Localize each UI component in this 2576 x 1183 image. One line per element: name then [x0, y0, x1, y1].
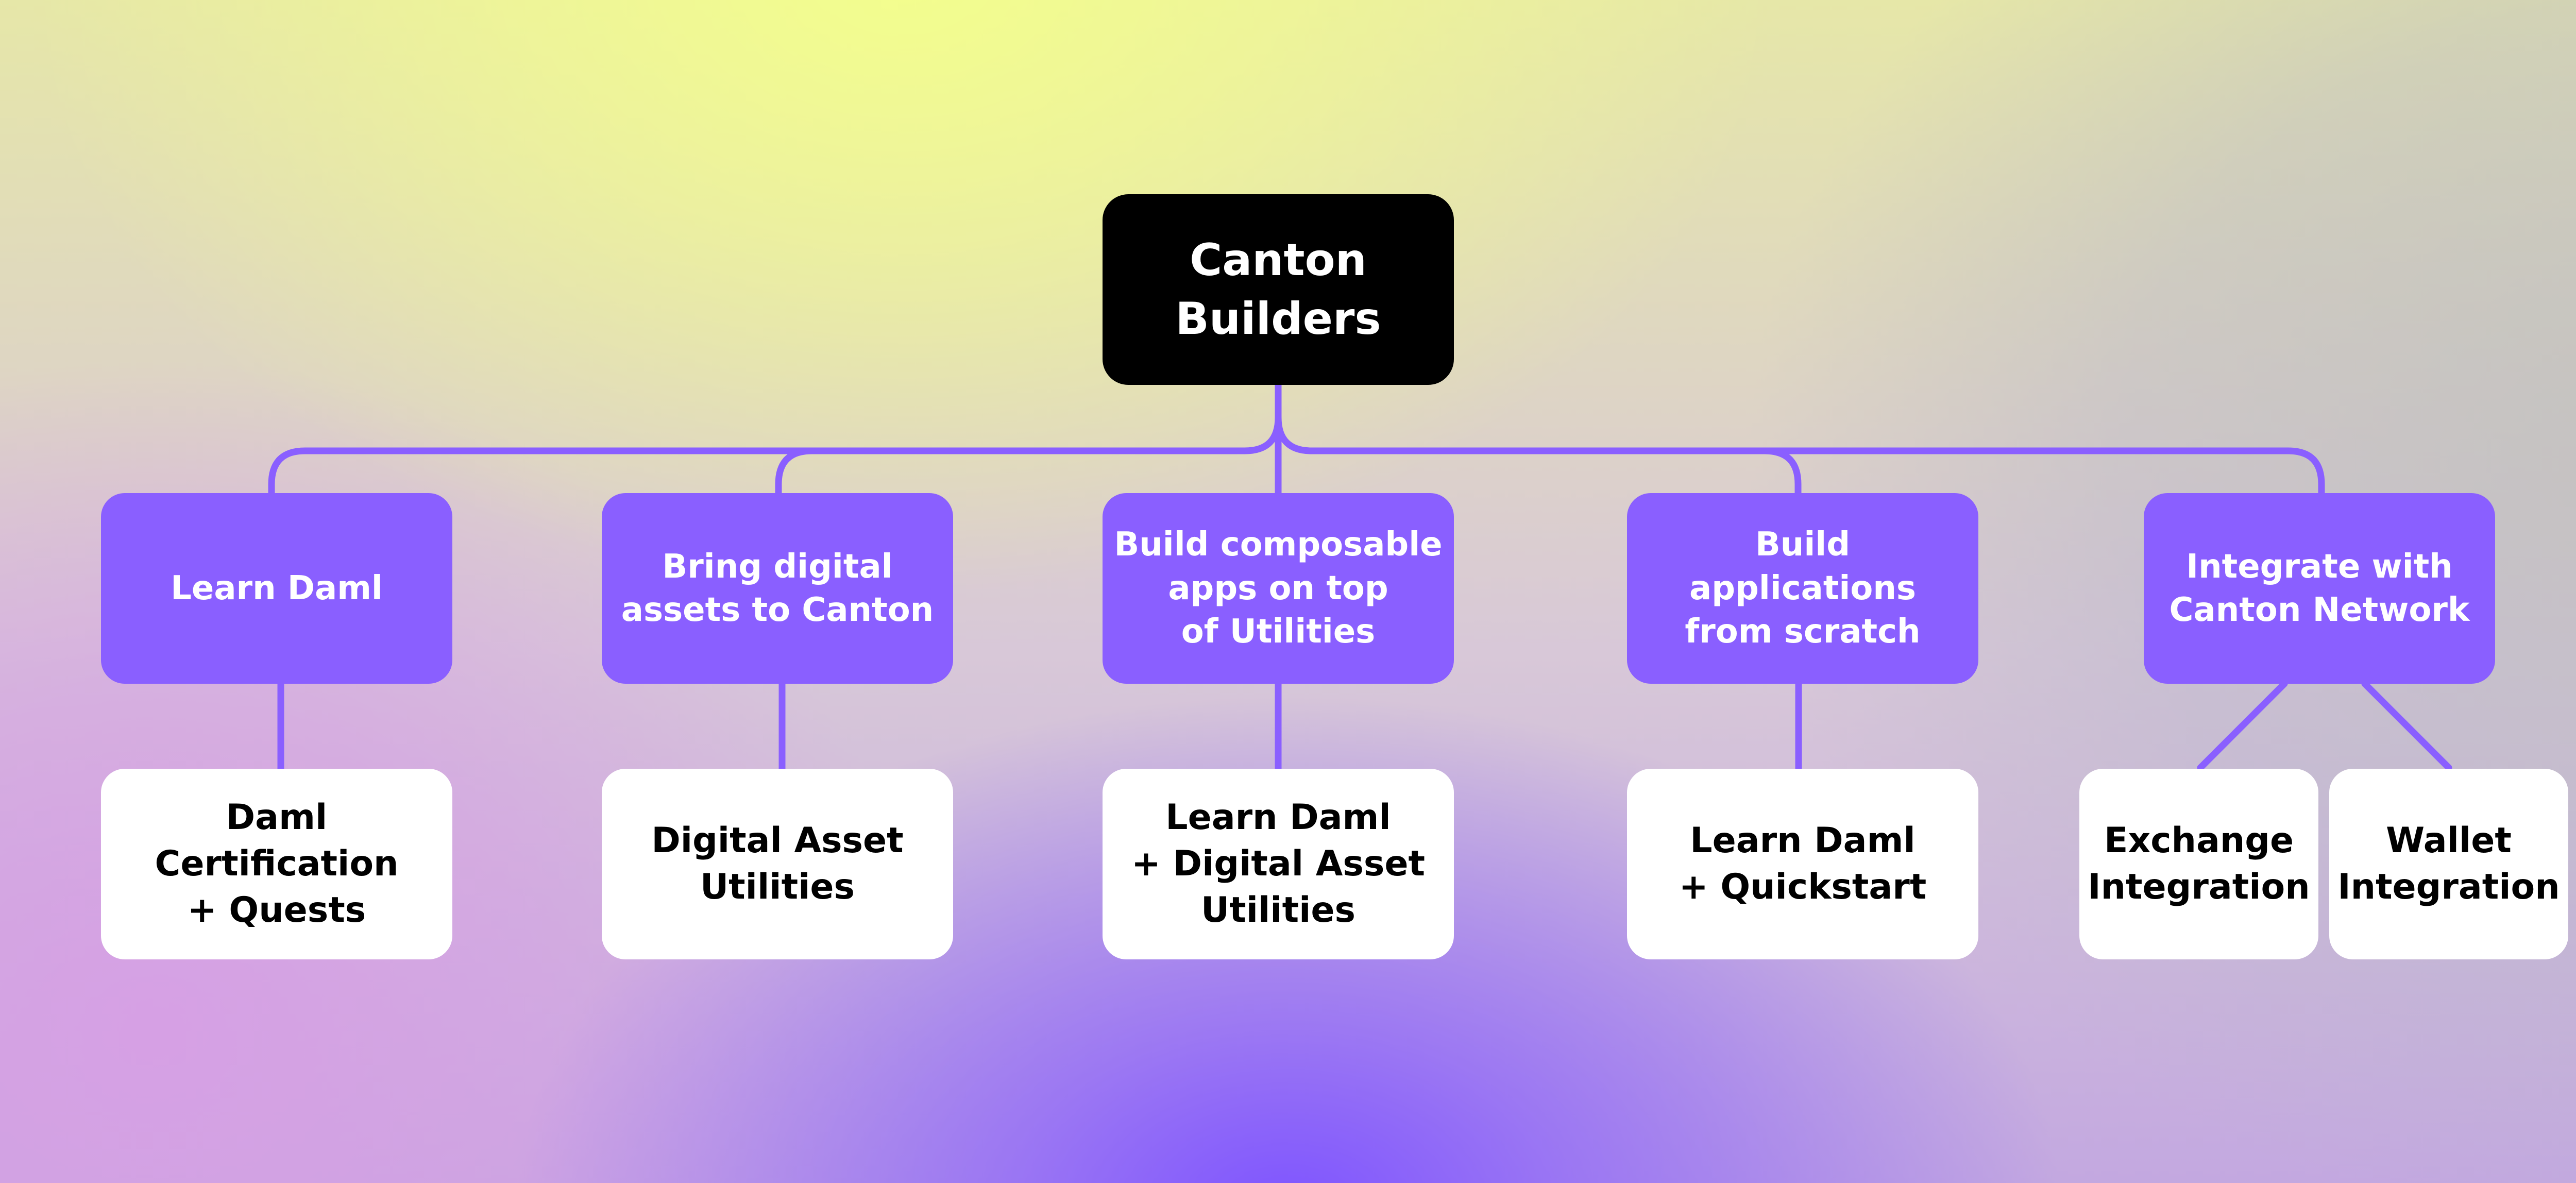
resource-wallet-integration: Wallet Integration [2329, 769, 2568, 959]
connector-root-to-build-applications [1761, 447, 1802, 497]
resource-learn-daml-quickstart: Learn Daml + Quickstart [1627, 769, 1978, 959]
connector-root-to-integrate [1275, 414, 2325, 497]
connector-root-to-bring-digital-assets [775, 447, 816, 497]
category-bring-digital-assets: Bring digital assets to Canton [602, 493, 953, 684]
resource-daml-certification-quests: Daml Certification + Quests [101, 769, 452, 959]
resource-learn-daml-digital-asset-utilities: Learn Daml + Digital Asset Utilities [1103, 769, 1454, 959]
connector-integrate-to-wallet [2361, 680, 2452, 771]
category-learn-daml: Learn Daml [101, 493, 452, 684]
category-build-applications: Build applications from scratch [1627, 493, 1978, 684]
connector-root-to-learn-daml [268, 414, 1282, 497]
category-build-composable-apps: Build composable apps on top of Utilitie… [1103, 493, 1454, 684]
connector-integrate-to-exchange [2197, 680, 2288, 771]
resource-digital-asset-utilities: Digital Asset Utilities [602, 769, 953, 959]
resource-exchange-integration: Exchange Integration [2079, 769, 2318, 959]
root-node-canton-builders: Canton Builders [1103, 194, 1454, 385]
category-integrate-canton-network: Integrate with Canton Network [2144, 493, 2495, 684]
